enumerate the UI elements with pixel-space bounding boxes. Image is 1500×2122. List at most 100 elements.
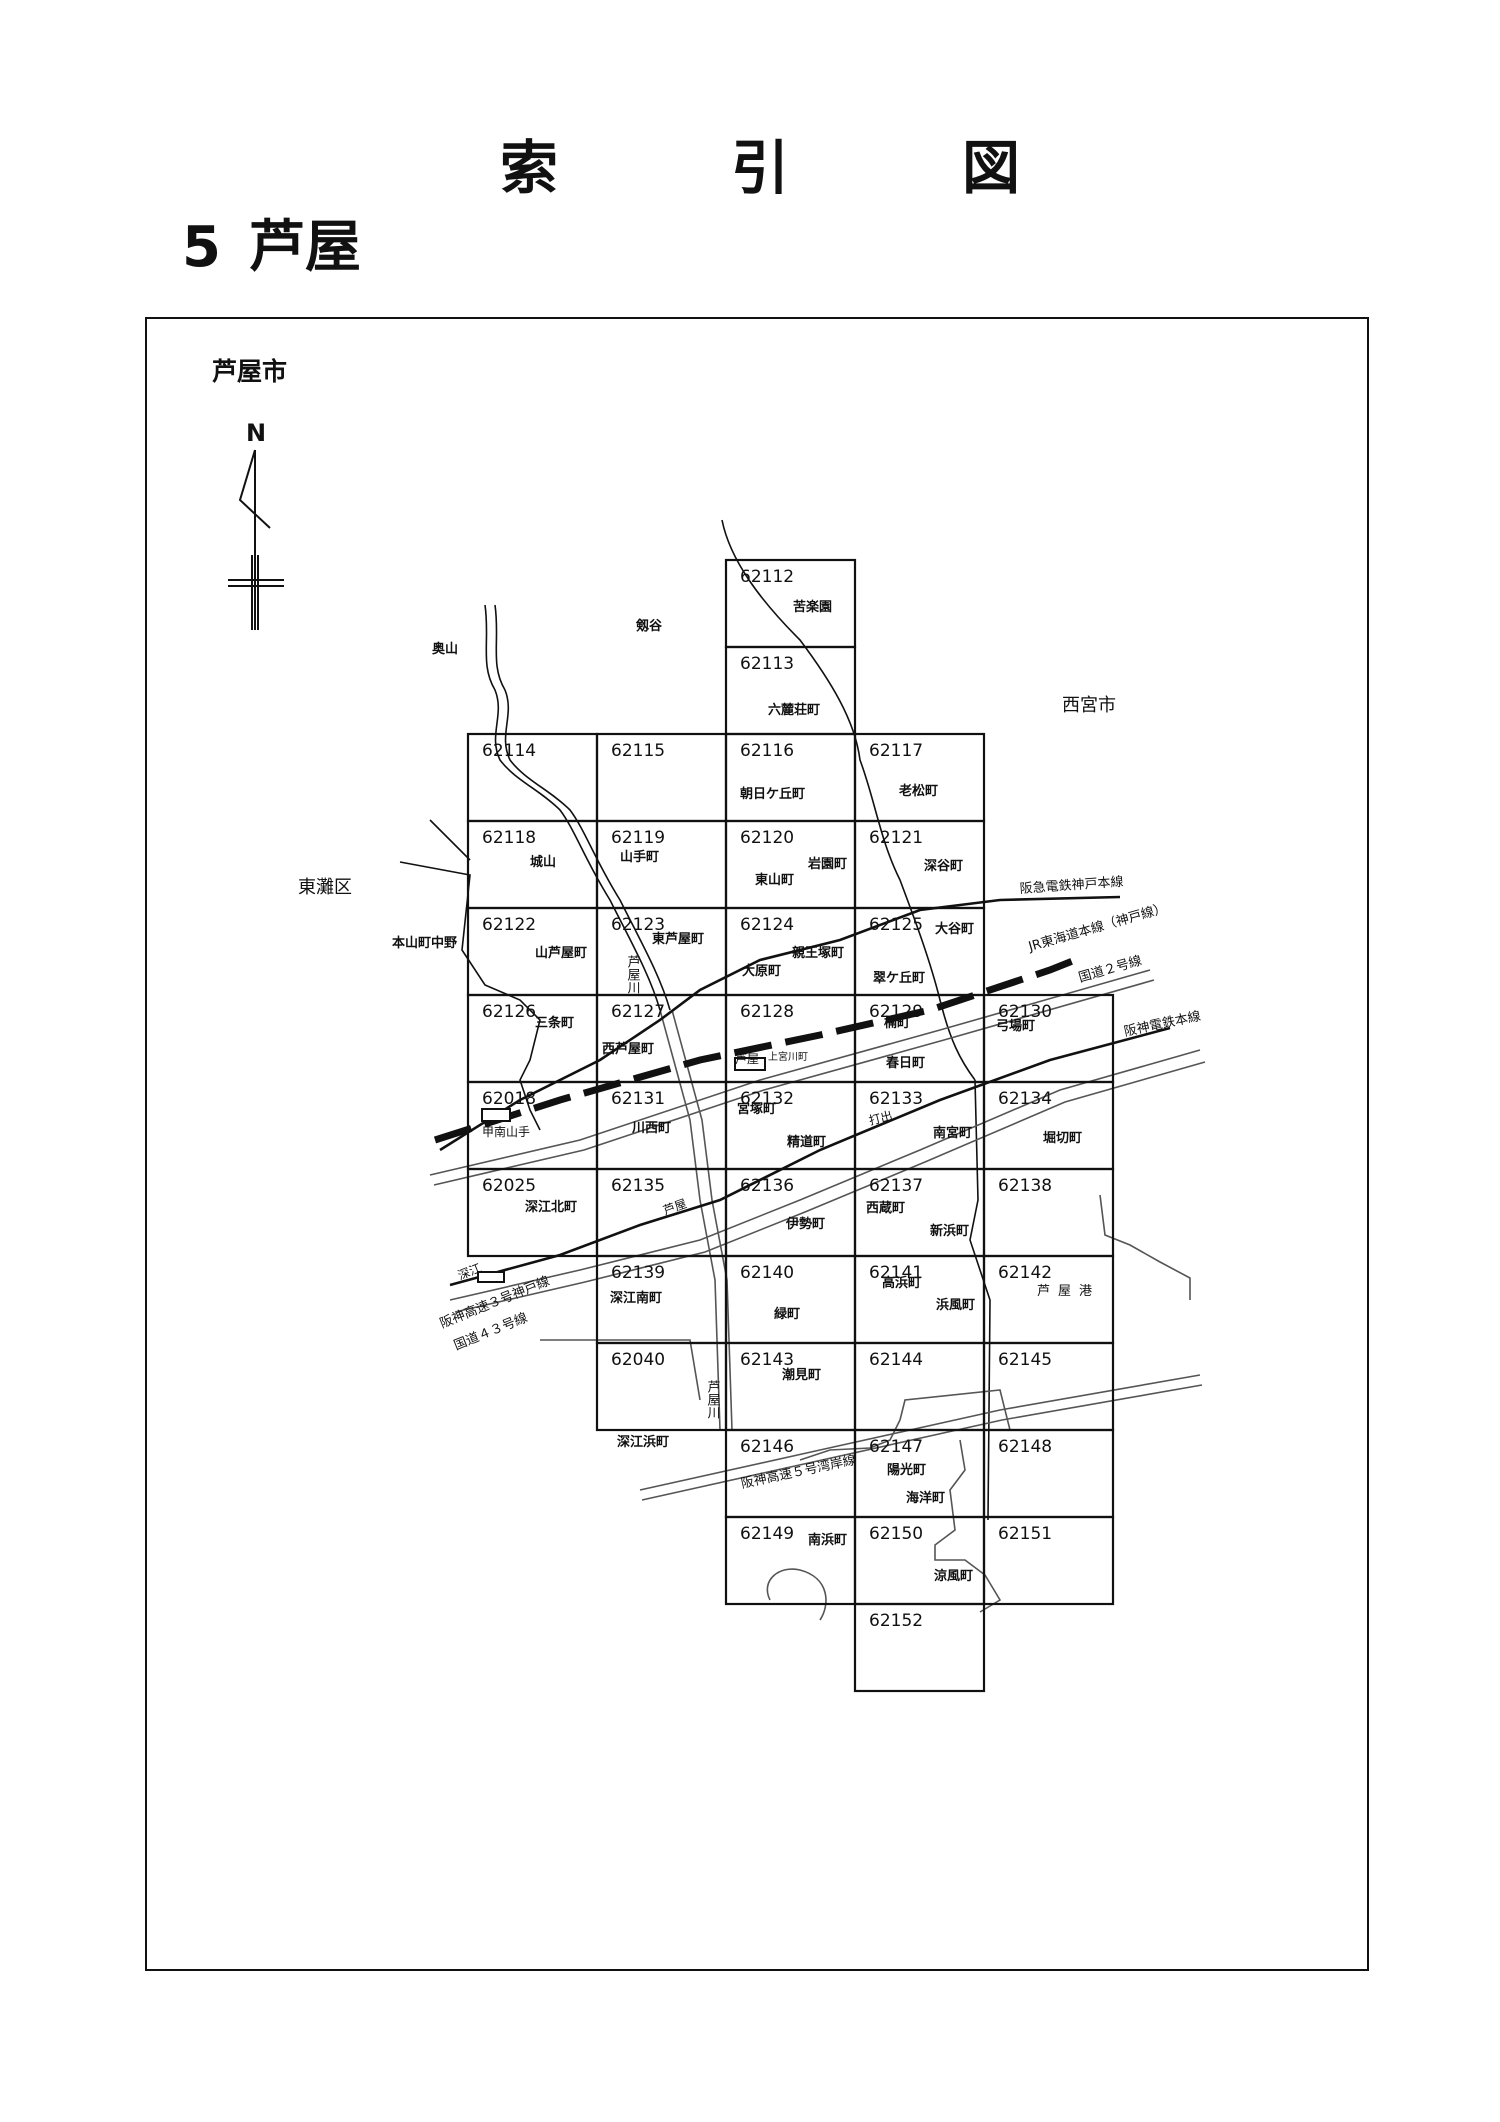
grid-cell[interactable]: 62126 [466,993,599,1084]
north-label: N [246,419,266,447]
grid-cell-number: 62116 [740,741,794,761]
place-label: 苦楽園 [793,599,832,615]
place-label: 深江北町 [525,1199,577,1215]
grid-cell-number: 62124 [740,915,794,935]
station-label-kamimiyagawa: 上宮川町 [768,1050,808,1063]
grid-cell[interactable]: 62134 [982,1080,1115,1171]
route-2 [429,969,1151,1176]
grid-cell-number: 62139 [611,1263,665,1283]
place-label: 海洋町 [906,1490,945,1506]
grid-cell-number: 62143 [740,1350,794,1370]
grid-cell-number: 62130 [998,1002,1052,1022]
grid-cell-number: 62125 [869,915,923,935]
station-label-ashiya-jr: 芦屋 [735,1052,759,1066]
place-label: 高浜町 [882,1275,921,1291]
grid-cell-number: 62117 [869,741,923,761]
place-label: 弓場町 [996,1018,1035,1034]
place-label: 東灘区 [298,877,352,898]
grid-cell[interactable]: 62130 [982,993,1115,1084]
hankyu-line [439,895,1121,1152]
place-label: 三条町 [535,1015,574,1031]
grid-cell-number: 62147 [869,1437,923,1457]
grid-cell[interactable]: 62115 [595,732,728,823]
place-label: 緑町 [774,1306,800,1322]
grid-cell[interactable]: 62114 [466,732,599,823]
section-number: 5 [182,215,221,280]
grid-cell[interactable]: 62112 [724,558,857,649]
grid-cell-number: 62137 [869,1176,923,1196]
grid-cell-number: 62149 [740,1524,794,1544]
map-frame [145,317,1369,1971]
grid-cell-number: 62138 [998,1176,1052,1196]
place-label: 西宮市 [1062,695,1116,716]
section-heading: 5 芦屋 [182,202,389,283]
grid-cell[interactable]: 62121 [853,819,986,910]
place-label: 潮見町 [782,1367,821,1383]
grid-cell[interactable]: 62148 [982,1428,1115,1519]
ashiya-river [659,1009,721,1431]
grid-cell[interactable]: 62140 [724,1254,857,1345]
place-label: 大原町 [742,963,781,979]
grid-cell[interactable]: 62144 [853,1341,986,1432]
place-labels: 苦楽園 六麓荘町 朝日ケ丘町 老松町 城山 山手町 岩園町 東山町 深谷町 山芦… [298,599,1116,1584]
place-label: 老松町 [898,783,938,799]
grid-cell-number: 62136 [740,1176,794,1196]
grid-cell[interactable]: 62123 [595,906,728,997]
station-label-uchide: 打出 [867,1109,894,1128]
grid-cell-number: 62122 [482,915,536,935]
station-label-konan-yamate: 甲南山手 [482,1124,530,1139]
line-labels: 阪急電鉄神戸本線 JR東海道本線（神戸線） 国道２号線 阪神電鉄本線 阪神高速３… [438,874,1203,1492]
map-features [399,519,1206,1621]
grid-cell[interactable]: 62149 [724,1515,857,1606]
place-label: 浜風町 [936,1297,975,1313]
place-label: 堀切町 [1043,1131,1082,1146]
grid-cell-number: 62114 [482,741,536,761]
title-char-1: 索 [500,134,559,202]
grid-cell[interactable]: 62145 [982,1341,1115,1432]
grid-cell[interactable]: 62113 [724,645,857,736]
place-label: 朝日ケ丘町 [740,786,805,802]
expressway-3 [449,1049,1201,1301]
grid-cell-number: 62142 [998,1263,1052,1283]
place-label: 東山町 [755,872,794,888]
grid-cell[interactable]: 62135 [595,1167,728,1258]
grid-cell-number: 62150 [869,1524,923,1544]
north-arrow-icon [228,449,284,630]
grid-cell[interactable]: 62151 [982,1515,1115,1606]
grid-cell-number: 62146 [740,1437,794,1457]
grid-cell[interactable]: 62132 [724,1080,857,1171]
grid-cell-number: 62129 [869,1002,923,1022]
station-ashiya-jr [734,1057,766,1071]
place-label: 奥山 [432,641,458,657]
place-label: 六麓荘町 [768,702,820,718]
east-stream [721,519,976,1081]
river-label-upper: 芦屋川 [625,955,641,994]
title-char-2: 引 [730,134,789,202]
grid-cell-number: 62040 [611,1350,665,1370]
grid-cell[interactable]: 62138 [982,1167,1115,1258]
grid-cell-number: 62127 [611,1002,665,1022]
place-label: 川西町 [631,1121,671,1136]
coast-line [540,1339,701,1401]
grid-cell[interactable]: 62142 [982,1254,1115,1345]
line-label-jr: JR東海道本線（神戸線） [1026,900,1169,955]
section-name: 芦屋 [248,215,361,280]
place-label: 精道町 [787,1134,826,1150]
grid-cell-number: 62126 [482,1002,536,1022]
grid-cell-number: 62123 [611,915,665,935]
grid-cell-number: 62121 [869,828,923,848]
river-label-lower: 芦屋川 [705,1380,721,1419]
grid-cell-number: 62115 [611,741,665,761]
grid-cell-border [853,1602,986,1693]
grid-cell[interactable]: 62116 [724,732,857,823]
grid-cell[interactable]: 62152 [853,1602,986,1693]
grid-cell-number: 62133 [869,1089,923,1109]
place-label: 深江南町 [610,1290,662,1306]
grid-cell[interactable]: 62143 [724,1341,857,1432]
grid-cell[interactable]: 62136 [724,1167,857,1258]
grid-cell-number: 62151 [998,1524,1052,1544]
grid-cell-number: 62152 [869,1611,923,1631]
grid-cell-border [982,1515,1115,1606]
mountain-stream [484,604,661,1011]
